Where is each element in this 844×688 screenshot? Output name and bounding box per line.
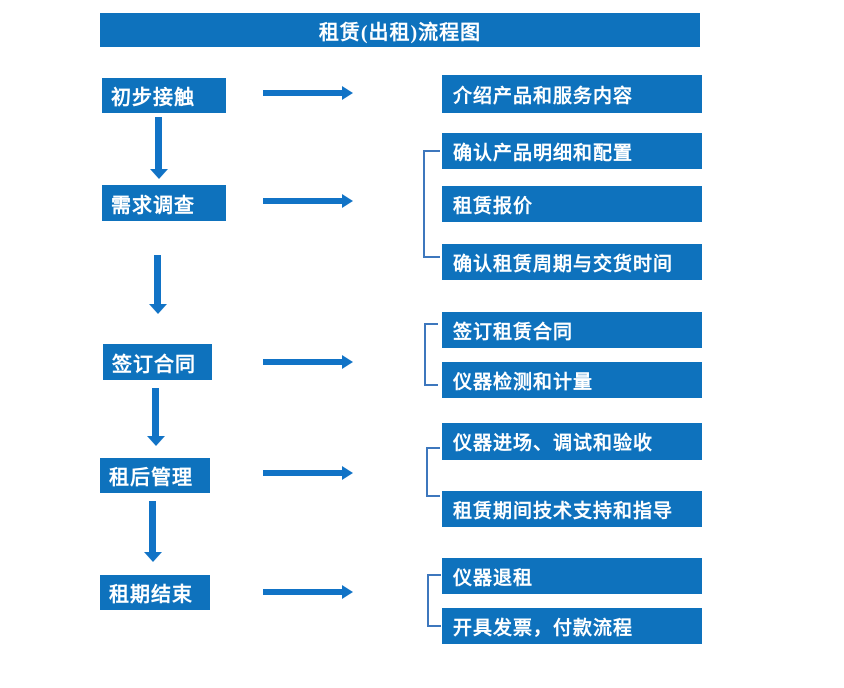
right-arrow [263,583,353,601]
arrow-head [342,585,353,599]
output-box-invoice-payment: 开具发票，付款流程 [442,608,702,644]
arrow-shaft [263,359,344,365]
arrow-shaft [154,255,161,305]
arrow-shaft [149,501,156,553]
step-box-post-rental-management: 租后管理 [100,458,210,493]
arrow-shaft [263,470,344,476]
output-box-rental-quote: 租赁报价 [442,186,702,222]
arrow-head [342,86,353,100]
arrow-head [342,466,353,480]
arrow-shaft [155,117,162,170]
arrow-shaft [263,589,344,595]
down-arrow [150,117,168,179]
right-arrow [263,192,353,210]
arrow-head [149,304,167,314]
title-bar: 租赁(出租)流程图 [100,13,700,47]
step-box-initial-contact: 初步接触 [102,78,226,113]
step-box-demand-survey: 需求调查 [102,185,226,221]
group-bracket [424,323,438,386]
right-arrow [263,464,353,482]
arrow-head [147,436,165,446]
arrow-head [342,194,353,208]
group-bracket [423,150,440,258]
step-box-sign-contract: 签订合同 [103,344,212,380]
arrow-head [144,552,162,562]
down-arrow [149,255,167,314]
page-title: 租赁(出租)流程图 [318,21,482,44]
arrow-shaft [152,388,159,437]
down-arrow [144,501,162,562]
output-box-sign-rental-contract: 签订租赁合同 [442,312,702,348]
right-arrow [263,84,353,102]
output-box-instrument-return: 仪器退租 [442,558,702,594]
arrow-head [342,355,353,369]
output-box-introduce-products: 介绍产品和服务内容 [442,75,702,113]
right-arrow [263,353,353,371]
group-bracket [427,574,441,627]
step-box-lease-end: 租期结束 [100,575,210,610]
down-arrow [147,388,165,446]
output-box-instrument-setup: 仪器进场、调试和验收 [442,423,702,460]
output-box-instrument-inspection: 仪器检测和计量 [442,362,702,398]
group-bracket [426,447,440,497]
arrow-shaft [263,198,344,204]
output-box-confirm-details: 确认产品明细和配置 [442,133,702,169]
output-box-confirm-period: 确认租赁周期与交货时间 [442,244,702,280]
output-box-tech-support: 租赁期间技术支持和指导 [442,491,702,527]
arrow-head [150,169,168,179]
arrow-shaft [263,90,344,96]
